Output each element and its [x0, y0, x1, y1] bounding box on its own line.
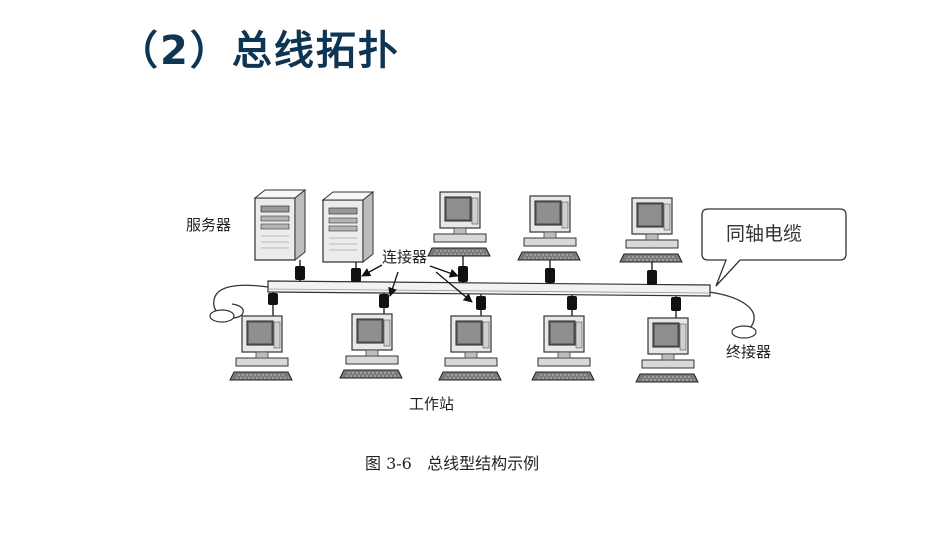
workstation-bottom-3	[438, 315, 502, 381]
label-connector: 连接器	[382, 248, 427, 266]
label-terminator: 终接器	[726, 343, 771, 361]
terminator-right-cap	[731, 325, 757, 339]
workstation-top-1	[427, 191, 491, 257]
slide-title: （2）总线拓扑	[118, 28, 400, 74]
label-coax: 同轴电缆	[726, 223, 802, 245]
terminator-left-cap	[209, 309, 235, 323]
coax-bus-cable	[267, 280, 711, 297]
label-server: 服务器	[186, 216, 231, 234]
server-2	[322, 191, 374, 263]
connector-blocks-bottom	[268, 293, 681, 311]
workstation-bottom-1	[229, 315, 293, 381]
figure-caption: 图 3-6 总线型结构示例	[365, 454, 539, 473]
connector-blocks-top	[295, 266, 657, 285]
workstation-bottom-2	[339, 313, 403, 379]
workstation-top-3	[619, 197, 683, 263]
coax-callout	[701, 208, 847, 287]
workstation-top-2	[517, 195, 581, 261]
workstation-bottom-4	[531, 315, 595, 381]
connector-arrows	[361, 264, 473, 303]
label-workstation: 工作站	[409, 395, 454, 413]
server-1	[254, 189, 306, 261]
workstation-bottom-5	[635, 317, 699, 383]
